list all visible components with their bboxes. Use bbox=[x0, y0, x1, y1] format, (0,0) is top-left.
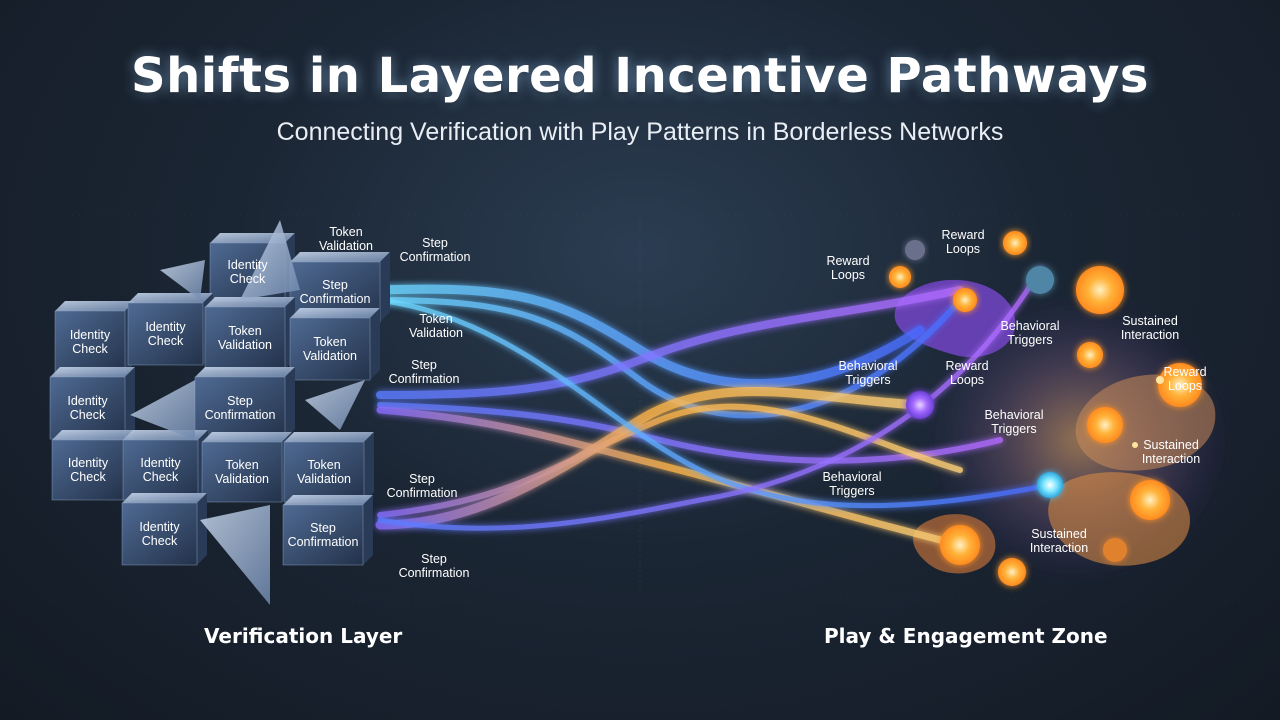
engagement-orb-8 bbox=[1158, 363, 1202, 407]
engagement-orb-14 bbox=[1103, 538, 1127, 562]
stream-8 bbox=[377, 297, 1053, 509]
engagement-orb-12 bbox=[1130, 480, 1170, 520]
incentive-streams bbox=[375, 267, 1053, 549]
stream-4 bbox=[377, 402, 1003, 464]
crystal-shard-2 bbox=[130, 380, 195, 440]
engagement-orb-7 bbox=[1077, 342, 1103, 368]
engagement-orb-5 bbox=[1026, 266, 1054, 294]
engagement-orb-13 bbox=[940, 525, 980, 565]
crystal-shard-3 bbox=[305, 380, 365, 430]
verification-blocks bbox=[49, 220, 390, 605]
verification-block-12 bbox=[283, 432, 374, 503]
verification-block-14 bbox=[282, 495, 373, 566]
stream-6 bbox=[377, 403, 963, 518]
stream-9 bbox=[377, 267, 1043, 531]
engagement-orb-16 bbox=[1156, 376, 1164, 384]
verification-block-13 bbox=[121, 493, 207, 566]
engagement-orb-1 bbox=[905, 240, 925, 260]
crystal-shard-4 bbox=[200, 505, 270, 605]
background-grid bbox=[30, 214, 1240, 601]
engagement-orb-15 bbox=[998, 558, 1026, 586]
crystal-shard-1 bbox=[240, 220, 300, 300]
engagement-orb-4 bbox=[953, 288, 977, 312]
stream-5 bbox=[375, 387, 925, 530]
verification-block-6 bbox=[289, 308, 380, 381]
engagement-orb-11 bbox=[1037, 472, 1063, 498]
crystal-shard-5 bbox=[160, 260, 205, 300]
verification-block-8 bbox=[194, 367, 295, 440]
stream-1 bbox=[375, 284, 925, 389]
stream-2 bbox=[377, 297, 963, 419]
engagement-orb-2 bbox=[1003, 231, 1027, 255]
engagement-orb-6 bbox=[1076, 266, 1124, 314]
page-subtitle: Connecting Verification with Play Patter… bbox=[276, 118, 1004, 146]
engagement-orb-3 bbox=[889, 266, 911, 288]
engagement-orb-9 bbox=[906, 391, 934, 419]
verification-layer-label: Verification Layer bbox=[204, 624, 403, 648]
engagement-orb-17 bbox=[1132, 442, 1138, 448]
engagement-orb-10 bbox=[1087, 407, 1123, 443]
engagement-zone-label: Play & Engagement Zone bbox=[824, 624, 1108, 648]
engagement-orbs bbox=[889, 231, 1202, 586]
stream-7 bbox=[376, 406, 964, 549]
stream-3 bbox=[376, 286, 964, 399]
page-title: Shifts in Layered Incentive Pathways bbox=[131, 48, 1149, 104]
verification-block-7 bbox=[49, 367, 135, 440]
